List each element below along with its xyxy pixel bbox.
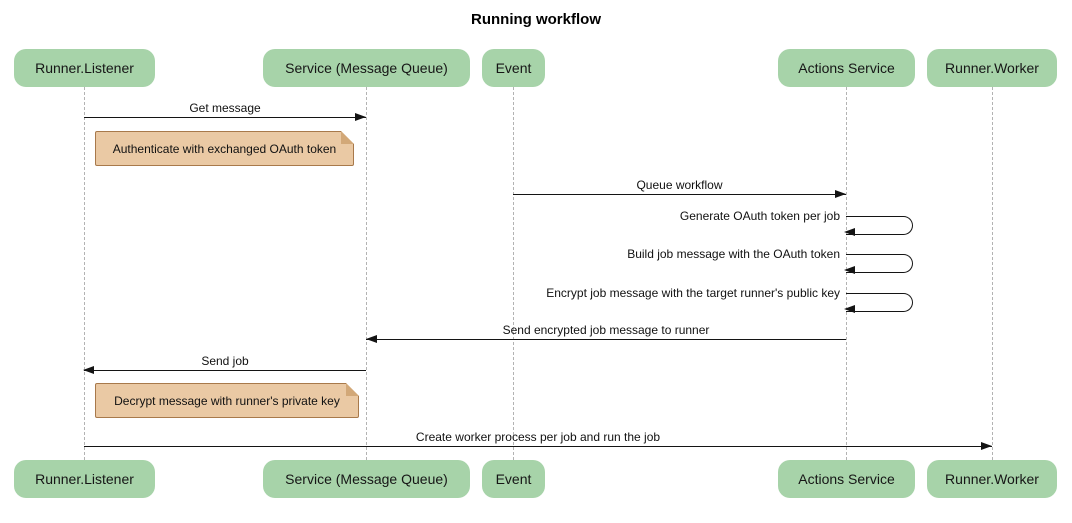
lifeline-service-message-queue [366, 87, 367, 460]
message-label-send-encrypted-job: Send encrypted job message to runner [502, 323, 710, 337]
participant-bottom-actions-service: Actions Service [778, 460, 915, 498]
note-authenticate: Authenticate with exchanged OAuth token [95, 131, 354, 166]
note-decrypt: Decrypt message with runner's private ke… [95, 383, 359, 418]
arrowhead-right-icon [355, 113, 366, 121]
message-label-create-worker-process: Create worker process per job and run th… [415, 430, 661, 444]
arrowhead-left-icon [366, 335, 377, 343]
participant-bottom-runner-worker: Runner.Worker [927, 460, 1057, 498]
participant-top-service-message-queue: Service (Message Queue) [263, 49, 470, 87]
message-label-encrypt-job-message: Encrypt job message with the target runn… [546, 286, 840, 300]
message-label-queue-workflow: Queue workflow [636, 178, 723, 192]
participant-top-actions-service: Actions Service [778, 49, 915, 87]
self-message-loop [846, 216, 913, 235]
note-label: Decrypt message with runner's private ke… [114, 393, 340, 408]
message-label-build-job-message: Build job message with the OAuth token [627, 247, 840, 261]
message-line-get-message [84, 117, 366, 118]
message-line-create-worker-process [84, 446, 992, 447]
message-label-generate-oauth-token: Generate OAuth token per job [679, 209, 840, 223]
self-message-loop [846, 254, 913, 273]
message-line-send-encrypted-job [366, 339, 846, 340]
arrowhead-right-icon [981, 442, 992, 450]
participant-top-runner-worker: Runner.Worker [927, 49, 1057, 87]
message-line-queue-workflow [513, 194, 846, 195]
participant-top-runner-listener: Runner.Listener [14, 49, 155, 87]
message-label-send-job: Send job [201, 354, 249, 368]
lifeline-runner-worker [992, 87, 993, 460]
participant-bottom-service-message-queue: Service (Message Queue) [263, 460, 470, 498]
arrowhead-right-icon [835, 190, 846, 198]
note-label: Authenticate with exchanged OAuth token [112, 141, 337, 156]
diagram-title: Running workflow [471, 11, 601, 28]
message-label-get-message: Get message [189, 101, 261, 115]
arrowhead-left-icon [844, 266, 855, 274]
participant-bottom-runner-listener: Runner.Listener [14, 460, 155, 498]
note-fold-icon [346, 383, 359, 396]
arrowhead-left-icon [844, 228, 855, 236]
note-fold-icon [341, 131, 354, 144]
lifeline-runner-listener [84, 87, 85, 460]
participant-bottom-event: Event [482, 460, 545, 498]
self-message-loop [846, 293, 913, 312]
arrowhead-left-icon [83, 366, 94, 374]
arrowhead-left-icon [844, 305, 855, 313]
lifeline-event [513, 87, 514, 460]
participant-top-event: Event [482, 49, 545, 87]
message-line-send-job [84, 370, 366, 371]
